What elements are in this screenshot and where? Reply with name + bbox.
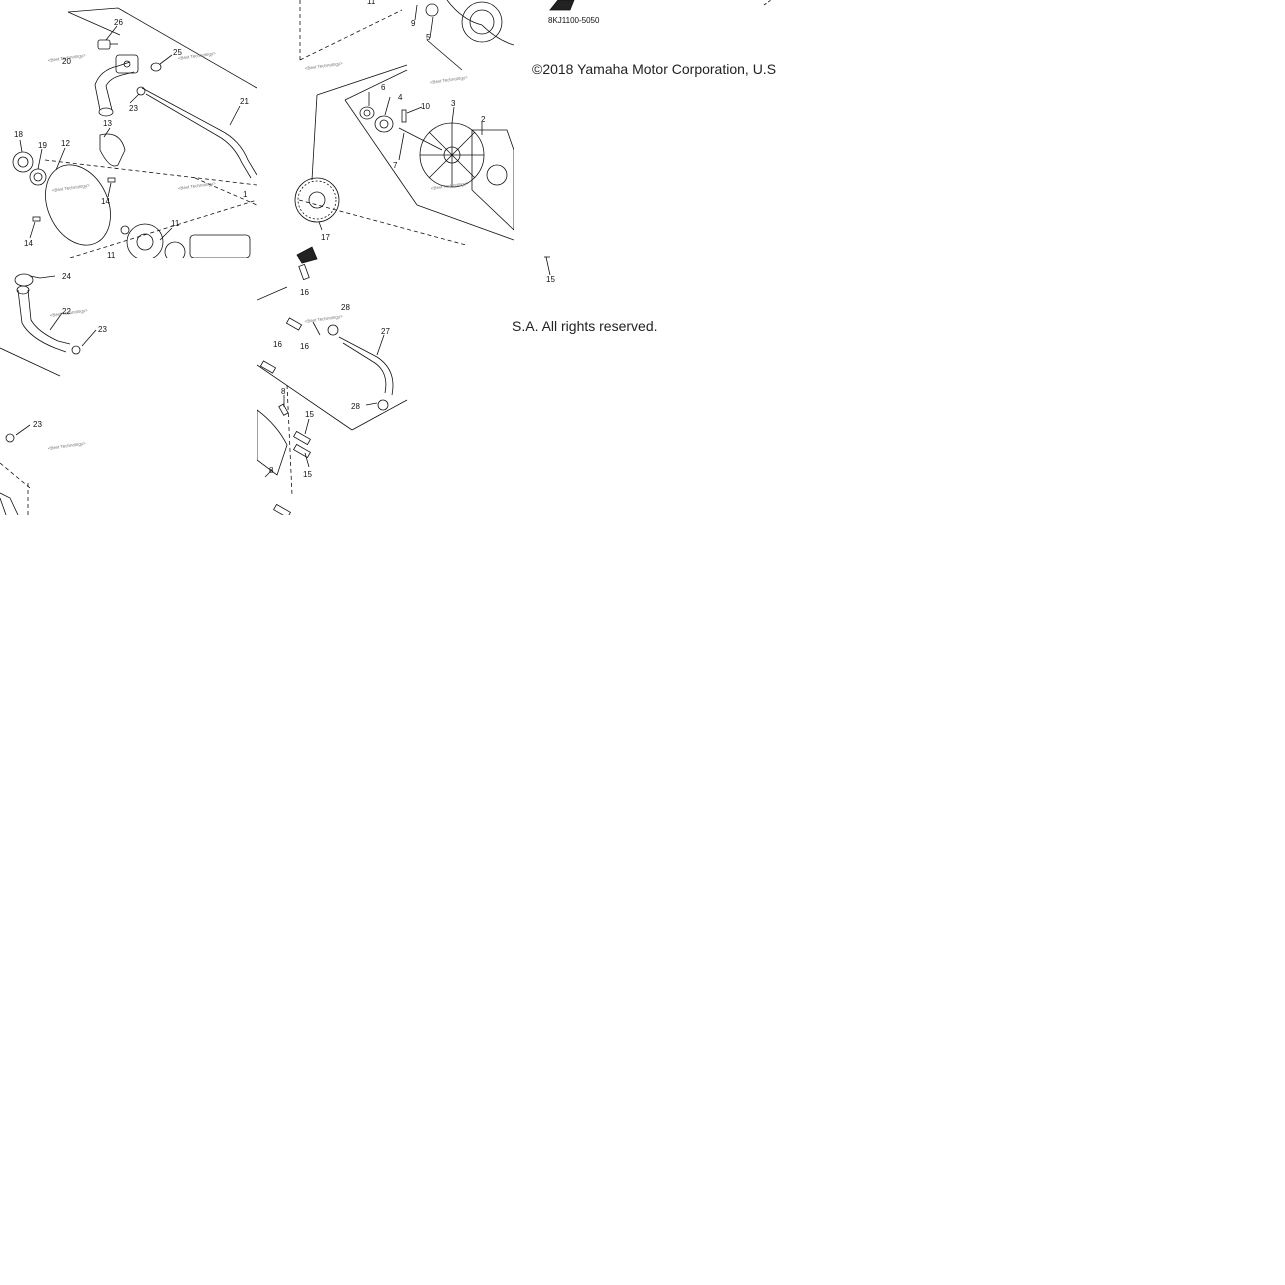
callout-label: 14 [101, 197, 110, 206]
svg-text:<Best Technology>: <Best Technology> [430, 181, 469, 191]
callout-label: 27 [381, 327, 390, 336]
callout-label: 10 [421, 102, 430, 111]
callout-label: 9 [411, 19, 416, 28]
callout-label: 11 [367, 0, 376, 6]
callout-label: 8 [269, 466, 274, 475]
callout-label: 25 [173, 48, 182, 57]
callout-label: 14 [24, 239, 33, 248]
callout-label: 17 [321, 233, 330, 242]
part-code: 8KJ1100-5050 [548, 16, 600, 25]
callout-label: 2 [481, 115, 486, 124]
callout-label: 12 [61, 139, 70, 148]
svg-text:<Best Technology>: <Best Technology> [177, 51, 216, 61]
copyright-notice-left: ©2018 Yamaha Motor Corporation, U.S [532, 61, 777, 77]
callout-label: 19 [38, 141, 47, 150]
callout-label: 20 [62, 57, 71, 66]
callout-label: 28 [341, 303, 350, 312]
callout-label: 26 [114, 18, 123, 27]
callout-label: 1 [243, 190, 248, 199]
exploded-parts-diagram-c: <Best Technology> <Best Technology> 24 2… [0, 272, 107, 515]
svg-text:<Best Technology>: <Best Technology> [429, 75, 468, 85]
callout-label: 16 [300, 342, 309, 351]
callout-label: 18 [14, 130, 23, 139]
exploded-parts-diagram-a: <Best Technology> <Best Technology> <Bes… [12, 7, 257, 258]
copyright-notice-right: S.A. All rights reserved. [512, 318, 658, 334]
svg-text:<Best Technology>: <Best Technology> [47, 441, 86, 451]
callout-label: 7 [393, 161, 398, 170]
callout-label: 11 [171, 219, 180, 228]
svg-text:<Best Technology>: <Best Technology> [47, 53, 86, 63]
exploded-parts-diagram-b: <Best Technology> <Best Technology> <Bes… [294, 0, 514, 258]
bolt-fragment: 15 [544, 256, 555, 284]
callout-label: 23 [98, 325, 107, 334]
callout-label: 15 [546, 275, 555, 284]
callout-label: 11 [107, 251, 116, 258]
svg-text:<Best Technology>: <Best Technology> [177, 181, 216, 191]
callout-label: 28 [351, 402, 360, 411]
diagram-tile-upper-middle: <Best Technology> <Best Technology> <Bes… [257, 0, 514, 258]
diagram-tile-small-fragment: 15 [514, 255, 574, 285]
svg-text:<Best Technology>: <Best Technology> [51, 183, 90, 193]
exploded-parts-diagram-d: <Best Technology> 16 16 28 16 27 28 8 15… [257, 246, 408, 515]
diagram-tile-lower-middle: <Best Technology> 16 16 28 16 27 28 8 15… [257, 245, 514, 515]
svg-text:<Best Technology>: <Best Technology> [304, 314, 343, 324]
diagram-tile-lower-left: <Best Technology> <Best Technology> 24 2… [0, 258, 257, 515]
callout-label: 23 [129, 104, 138, 113]
callout-label: 15 [303, 470, 312, 479]
callout-label: 5 [426, 33, 431, 42]
callout-label: 16 [300, 288, 309, 297]
callout-label: 3 [451, 99, 456, 108]
callout-label: 13 [103, 119, 112, 128]
callout-label: 23 [33, 420, 42, 429]
callout-label: 8 [281, 387, 286, 396]
svg-text:<Best Technology>: <Best Technology> [304, 61, 343, 71]
svg-text:<Best Technology>: <Best Technology> [49, 308, 88, 318]
callout-label: 24 [62, 272, 71, 281]
callout-label: 16 [273, 340, 282, 349]
callout-label: 21 [240, 97, 249, 106]
diagram-tile-upper-right [514, 0, 771, 60]
callout-label: 4 [398, 93, 403, 102]
callout-label: 22 [62, 307, 71, 316]
callout-label: 15 [305, 410, 314, 419]
callout-label: 6 [381, 83, 386, 92]
forward-arrow-diagram [549, 0, 771, 11]
diagram-tile-upper-left: <Best Technology> <Best Technology> <Bes… [0, 0, 257, 258]
